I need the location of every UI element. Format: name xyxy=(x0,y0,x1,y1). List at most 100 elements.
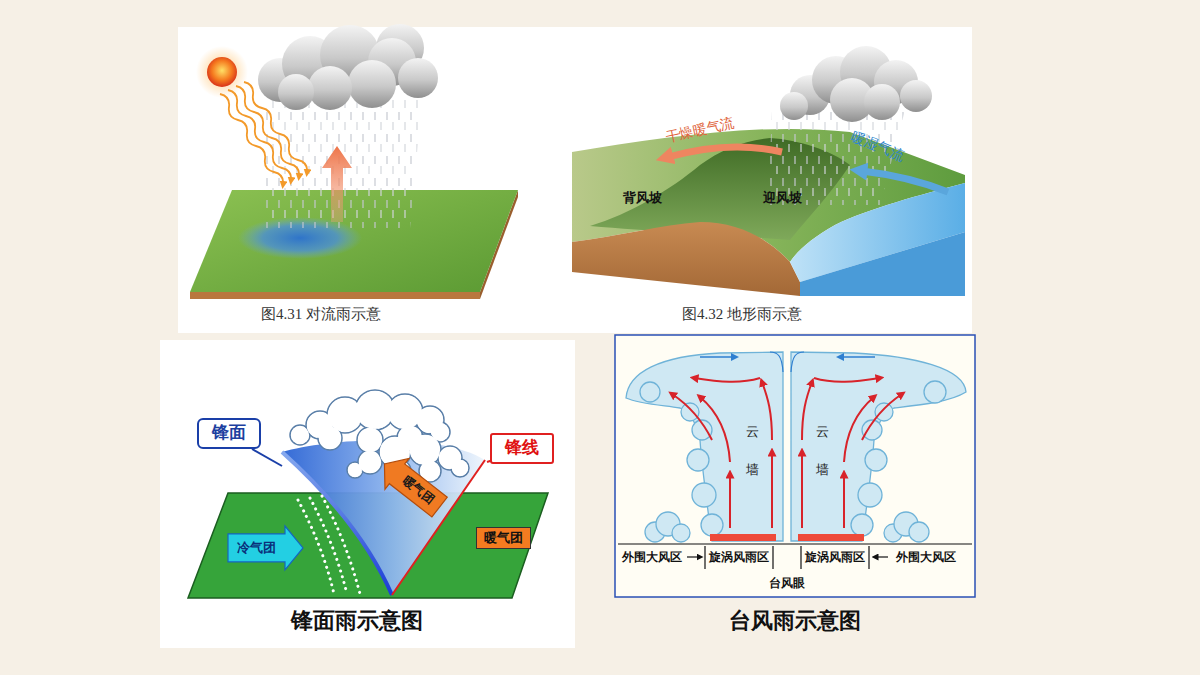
outflow-arrow xyxy=(700,356,875,358)
typhoon-cloud xyxy=(692,483,716,507)
typhoon-zone-scale xyxy=(618,534,972,569)
typhoon-eye-wall xyxy=(770,352,804,372)
sun-ray xyxy=(220,94,283,185)
panel-background xyxy=(160,340,575,648)
zone-label: 外围大风区 xyxy=(896,550,956,564)
typhoon-zone-scale xyxy=(705,546,869,569)
convection-cloud xyxy=(398,58,438,98)
updraft-arrow xyxy=(694,378,760,382)
frontal-cloud xyxy=(290,390,469,482)
panel-background xyxy=(160,27,975,648)
zone-label: 旋涡风雨区 xyxy=(805,550,865,564)
typhoon-eye-wall xyxy=(791,352,804,372)
typhoon-zone-scale xyxy=(868,546,869,569)
sun-ray xyxy=(220,82,307,185)
updraft-arrow xyxy=(844,397,874,462)
label-box: 锋线 xyxy=(490,433,554,464)
front-surface xyxy=(392,460,485,595)
updraft-arrow xyxy=(862,394,902,440)
sun-ray xyxy=(244,82,307,173)
frontal-rain-dots xyxy=(298,496,360,594)
typhoon-cloud xyxy=(791,352,966,541)
frontal-cloud xyxy=(290,390,469,482)
slope-label: 背风坡 xyxy=(623,190,662,206)
cloud-wall-label: 云 xyxy=(746,424,759,440)
label-box: 锋面 xyxy=(197,418,261,449)
arrow-shape xyxy=(372,449,451,523)
figure-caption: 图4.31 对流雨示意 xyxy=(261,305,381,323)
zone-label: 旋涡风雨区 xyxy=(709,550,769,564)
typhoon-zone-scale xyxy=(800,546,801,569)
outflow-arrow xyxy=(840,356,875,358)
convection-rain xyxy=(262,100,422,228)
terrain-block xyxy=(572,129,965,296)
typhoon-cloud xyxy=(701,514,723,536)
cloud-wall-label: 墙 xyxy=(746,462,759,478)
convection-cloud xyxy=(348,60,396,108)
frontal-cloud xyxy=(410,435,440,465)
orographic-cloud xyxy=(780,46,932,122)
air-mass-box: 暖气团 xyxy=(476,527,531,549)
outflow-arrow xyxy=(700,356,735,358)
typhoon-cloud xyxy=(875,403,893,421)
updraft-arrow xyxy=(672,378,902,528)
typhoon-zone-scale xyxy=(798,534,864,541)
panel-background xyxy=(178,27,972,333)
updraft-arrow xyxy=(700,397,730,462)
leader-line xyxy=(252,449,493,466)
typhoon-cloud xyxy=(858,483,882,507)
frontal-cloud xyxy=(388,395,422,429)
typhoon-cloud xyxy=(681,403,699,421)
typhoon-cloud xyxy=(909,522,929,542)
airflow-arrow xyxy=(668,147,948,192)
sun xyxy=(207,57,237,87)
node-text: 暖气团 xyxy=(484,530,523,546)
sun xyxy=(196,46,248,98)
figure-caption: 台风雨示意图 xyxy=(729,608,861,634)
frontal-rain-dots xyxy=(310,498,347,594)
node-text: 锋线 xyxy=(505,438,539,458)
updraft-arrow xyxy=(802,382,812,440)
figure-caption: 图4.32 地形雨示意 xyxy=(682,305,802,323)
figure-caption: 锋面雨示意图 xyxy=(291,608,423,634)
sun-ray xyxy=(228,90,291,181)
zone-label: 外围大风区 xyxy=(622,550,682,564)
rising-air-arrow xyxy=(322,146,352,222)
sun-ray xyxy=(236,86,299,177)
arrow-shape xyxy=(228,526,303,570)
updraft-arrow xyxy=(843,474,845,528)
typhoon-cloud xyxy=(640,382,660,402)
node-text: 冷气团 xyxy=(237,540,276,556)
typhoon-cloud xyxy=(626,352,783,541)
frontal-rain-dots xyxy=(322,496,360,594)
leader-line xyxy=(252,449,282,466)
typhoon-zone-scale xyxy=(710,534,776,541)
frontal-cloud xyxy=(291,426,309,444)
panel-background xyxy=(615,335,975,597)
updraft-arrow xyxy=(771,452,773,528)
frontal-cloud xyxy=(359,451,381,473)
typhoon-cloud xyxy=(924,381,946,403)
air-mass-arrow: 冷气团 xyxy=(228,526,303,570)
typhoon-zone-scale xyxy=(704,546,705,569)
frontal-cloud xyxy=(319,427,341,449)
slope-label: 迎风坡 xyxy=(763,190,802,206)
updraft-arrow xyxy=(762,382,772,440)
typhoon-zone-scale xyxy=(618,543,972,544)
typhoon-eye-wall xyxy=(770,352,783,372)
terrain-block xyxy=(572,222,800,296)
typhoon-cloud xyxy=(672,524,690,542)
node-text: 锋面 xyxy=(212,423,246,443)
convection-cloud xyxy=(258,24,438,110)
typhoon-cloud xyxy=(687,449,709,471)
typhoon-cloud xyxy=(865,449,887,471)
updraft-arrow xyxy=(801,452,803,528)
frontal-rain-dots xyxy=(298,500,334,594)
zone-label: 台风眼 xyxy=(769,576,805,590)
rising-air-arrow xyxy=(322,146,352,222)
convection-rain xyxy=(262,100,422,228)
typhoon-zone-scale xyxy=(687,556,700,557)
updraft-arrow xyxy=(814,378,880,382)
